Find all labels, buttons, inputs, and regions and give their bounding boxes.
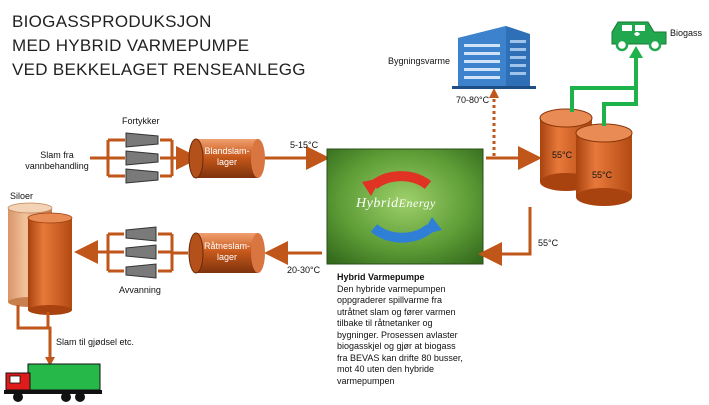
label-blandslam-line2: lager (216, 157, 237, 167)
description-line: oppgraderer spillvarme fra (337, 295, 443, 305)
thickener-outlet-pipes (160, 138, 200, 178)
title-line-3: VED BEKKELAGET RENSEANLEGG (12, 60, 306, 79)
digester-tanks (539, 108, 633, 206)
label-slam-fra-line2: vannbehandling (25, 161, 89, 171)
label-slam-til: Slam til gjødsel etc. (56, 337, 135, 347)
description-line: utråtnet slam og fører varmen (337, 306, 456, 317)
label-temp-20-30: 20-30°C (287, 265, 321, 275)
heat-arrow-red (370, 171, 432, 190)
biogas-pipes (570, 56, 638, 126)
description-line: mot 40 uten den hybride (337, 364, 435, 374)
building-icon (452, 26, 536, 89)
label-blandslam-line1: Blandslam- (204, 146, 250, 156)
label-temp-5-15: 5-15°C (290, 140, 319, 150)
diagram-title: BIOGASSPRODUKSJON MED HYBRID VARMEPUMPE … (12, 10, 306, 82)
description-line: biogasskjel og gjør at biogass (337, 341, 456, 351)
ratneslam-tank (188, 232, 265, 274)
label-slam-fra-line1: Slam fra (40, 150, 74, 160)
title-line-1: BIOGASSPRODUKSJON (12, 12, 212, 31)
dewatering-icon (125, 226, 157, 279)
label-biogass: Biogass (670, 28, 703, 38)
silos (7, 202, 73, 315)
label-temp-55-out: 55°C (538, 238, 559, 248)
description-line: fra BEVAS kan drifte 80 busser, (337, 352, 463, 363)
description-line: tilbake til råtnetanker og (337, 318, 433, 328)
heatpump-description: Hybrid Varmepumpe Den hybride varmepumpe… (337, 272, 492, 387)
pipe-tanks-return (478, 207, 532, 266)
thickener-icon (125, 132, 159, 184)
hybrid-heatpump-box (326, 148, 484, 265)
label-ratneslam: Råtneslam- lager (198, 241, 256, 263)
label-tank1-temp: 55°C (552, 150, 573, 160)
label-avvanning: Avvanning (119, 285, 161, 295)
biogas-arrowhead (629, 46, 643, 58)
truck-icon (4, 363, 102, 402)
blandslam-tank (188, 138, 265, 179)
description-line: Den hybride varmepumpen (337, 283, 446, 294)
label-siloer: Siloer (10, 191, 34, 201)
pipes-to-dewatering (158, 232, 188, 273)
inlet-pipes (90, 138, 125, 178)
label-ratneslam-line1: Råtneslam- (203, 241, 250, 251)
label-tank2-temp: 55°C (592, 170, 613, 180)
description-heading: Hybrid Varmepumpe (337, 272, 425, 282)
hybrid-energy-logo: HybridEnergy (356, 196, 436, 212)
description-line: varmepumpen (337, 375, 395, 386)
dotted-heat-arrowhead (489, 88, 499, 98)
description-line: bygninger. Prosessen avlaster (337, 329, 458, 340)
title-line-2: MED HYBRID VARMEPUMPE (12, 36, 250, 55)
label-ratneslam-line2: lager (216, 252, 237, 262)
label-fortykker: Fortykker (122, 116, 160, 126)
label-slam-fra: Slam fra vannbehandling (20, 150, 94, 172)
car-icon (611, 21, 667, 52)
label-bygningsvarme: Bygningsvarme (388, 56, 451, 66)
label-blandslam: Blandslam- lager (198, 146, 256, 168)
pipes-to-silos (74, 232, 124, 273)
pipe-silo-outlet (16, 305, 52, 358)
logo-energy: Energy (398, 196, 436, 210)
logo-hybrid: Hybrid (356, 196, 399, 211)
label-temp-70-80: 70-80°C (456, 95, 490, 105)
